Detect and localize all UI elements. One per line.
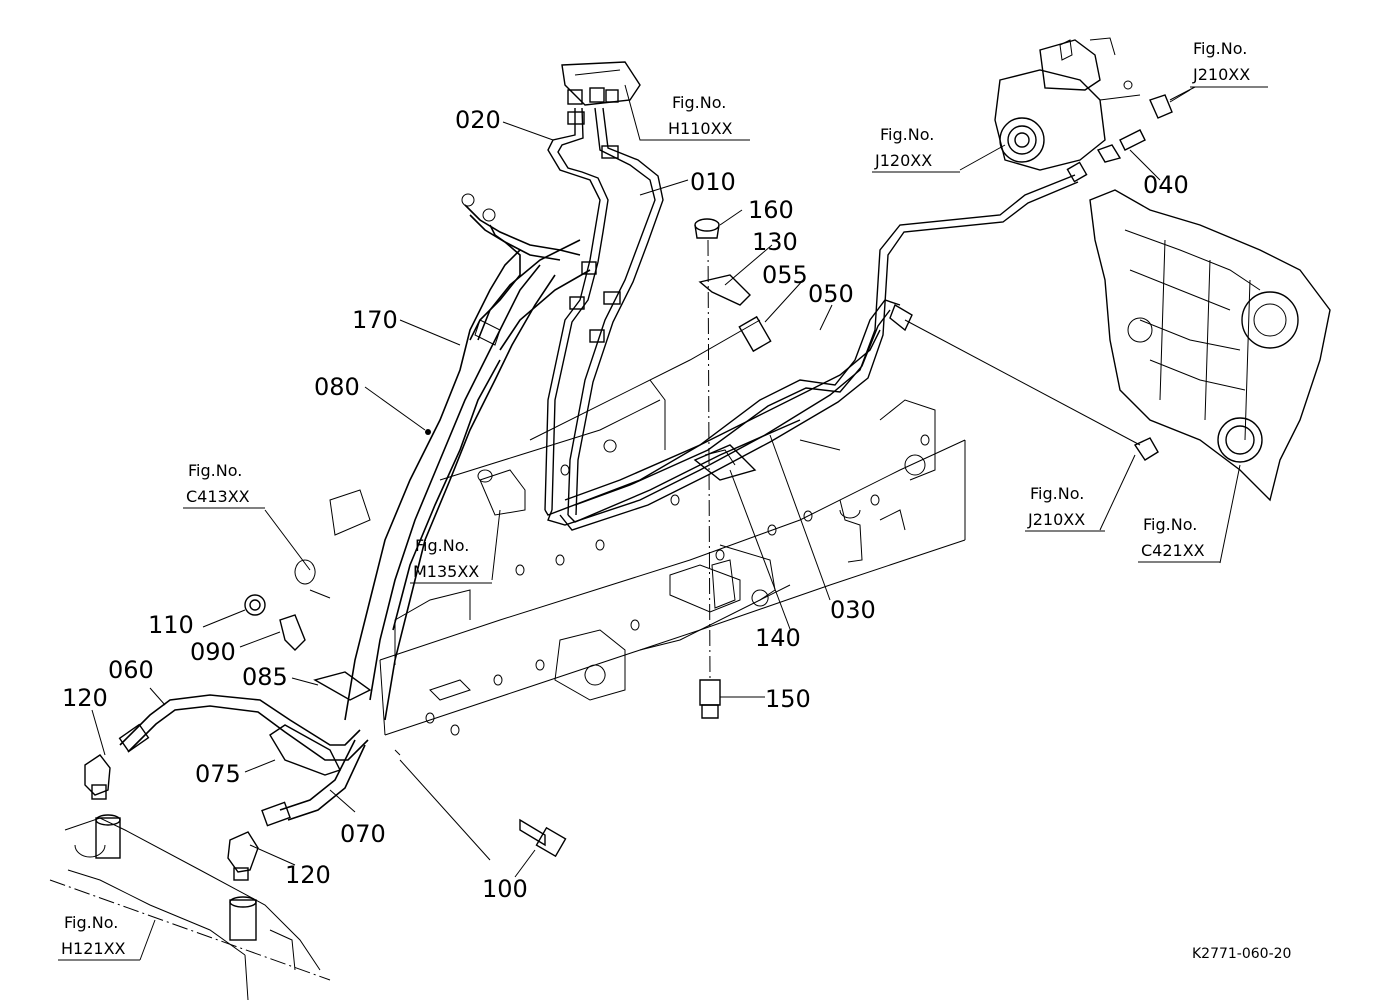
fig-ref-j210-mid: Fig.No. J210XX	[1025, 484, 1105, 532]
part-number-labels: 020 010 160 130 055 050 170 080 110 090 …	[62, 106, 1189, 903]
fig-ref-c421-code: C421XX	[1141, 541, 1205, 560]
pipe-010-020	[544, 107, 881, 523]
fig-ref-j210-top-prefix: Fig.No.	[1193, 39, 1247, 58]
fig-ref-h110-prefix: Fig.No.	[672, 93, 726, 112]
hose-080-bundle	[344, 193, 591, 721]
fig-ref-c413: Fig.No. C413XX	[183, 461, 265, 509]
part-label-120-upper: 120	[62, 684, 108, 712]
fig-ref-h110-code: H110XX	[668, 119, 733, 138]
fig-ref-c413-prefix: Fig.No.	[188, 461, 242, 480]
part-label-130: 130	[752, 228, 798, 256]
part-label-050: 050	[808, 280, 854, 308]
part-label-100: 100	[482, 875, 528, 903]
pipe-030-050	[547, 129, 1146, 531]
transmission-case	[1089, 189, 1331, 502]
leader-lines	[91, 84, 1241, 961]
part-label-010: 010	[690, 168, 736, 196]
fig-ref-j120: Fig.No. J120XX	[872, 125, 960, 173]
part-label-110: 110	[148, 611, 194, 639]
lift-cylinders	[49, 814, 331, 1001]
elbow-fittings-120	[84, 754, 259, 881]
fig-ref-c421: Fig.No. C421XX	[1138, 515, 1220, 563]
part-label-150: 150	[765, 685, 811, 713]
fig-ref-j120-code: J120XX	[874, 151, 932, 170]
fig-ref-j210-top-code: J210XX	[1192, 65, 1250, 84]
fig-ref-h121-code: H121XX	[61, 939, 126, 958]
control-valve-block	[561, 61, 641, 106]
fig-ref-m135-code: M135XX	[413, 562, 479, 581]
part-label-120-lower: 120	[285, 861, 331, 889]
fig-ref-m135: Fig.No. M135XX	[410, 536, 492, 584]
hydraulic-pump	[994, 37, 1173, 171]
fig-ref-c413-code: C413XX	[186, 487, 250, 506]
part-label-090: 090	[190, 638, 236, 666]
bolt-nut-parts	[244, 594, 567, 858]
part-label-080: 080	[314, 373, 360, 401]
hose-060-070-075	[118, 671, 372, 827]
part-label-085: 085	[242, 663, 288, 691]
part-label-160: 160	[748, 196, 794, 224]
part-label-055: 055	[762, 261, 808, 289]
fig-ref-h110: Fig.No. H110XX	[664, 93, 750, 141]
part-label-020: 020	[455, 106, 501, 134]
part-label-140: 140	[755, 624, 801, 652]
fig-ref-h121: Fig.No. H121XX	[58, 913, 140, 961]
diagram-code: K2771-060-20	[1192, 946, 1291, 962]
part-label-060: 060	[108, 656, 154, 684]
fig-ref-j120-prefix: Fig.No.	[880, 125, 934, 144]
frame-holes	[425, 434, 930, 736]
figure-references: Fig.No. H110XX Fig.No. J210XX Fig.No. J1…	[58, 39, 1268, 961]
part-label-030: 030	[830, 596, 876, 624]
fig-ref-c421-prefix: Fig.No.	[1143, 515, 1197, 534]
part-label-170: 170	[352, 306, 398, 334]
part-label-040: 040	[1143, 171, 1189, 199]
fig-ref-j210-top: Fig.No. J210XX	[1190, 39, 1268, 88]
frame-chassis	[294, 319, 966, 736]
part-label-070: 070	[340, 820, 386, 848]
fig-ref-m135-prefix: Fig.No.	[415, 536, 469, 555]
part-label-075: 075	[195, 760, 241, 788]
fig-ref-j210-mid-code: J210XX	[1027, 510, 1085, 529]
fig-ref-h121-prefix: Fig.No.	[64, 913, 118, 932]
fig-ref-j210-mid-prefix: Fig.No.	[1030, 484, 1084, 503]
